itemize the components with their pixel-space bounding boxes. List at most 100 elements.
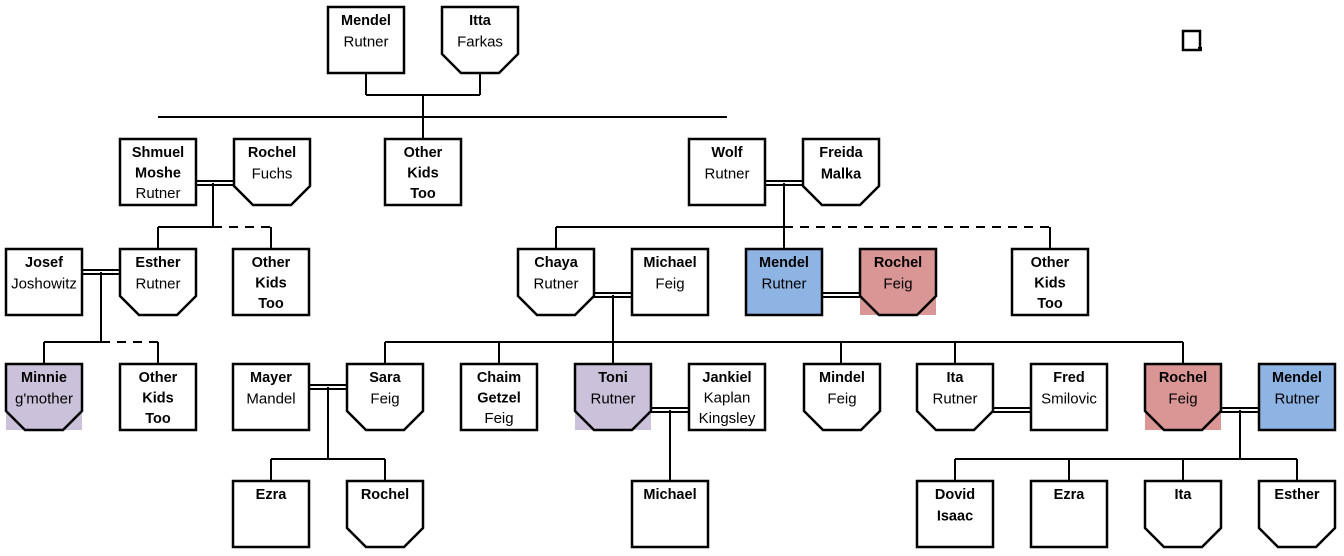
given-name-text: Toni [598,370,628,386]
resize-handle-icon [1198,47,1202,51]
surname-text: Mandel [246,391,295,408]
given-name-text: Rochel [248,145,296,161]
given-name-text: Mendel [1272,370,1322,386]
male-box [1029,479,1109,549]
male-box [630,479,710,549]
surname-text: Rutner [1274,391,1319,408]
male-person-node[interactable]: Michael [630,479,710,549]
given-name-text: Esther [1274,487,1319,503]
female-shape [801,137,881,207]
female-shape [573,362,653,432]
male-box [231,362,311,432]
surname-text: Rutner [761,276,806,293]
female-shape [440,5,520,75]
surname-text: Rutner [343,34,388,51]
given-name-text: Rochel [1159,370,1207,386]
given-name-text: Shmuel [132,145,184,161]
decorations [1181,29,1202,52]
surname-text: Kingsley [699,410,756,427]
female-person-node[interactable]: Esther [1257,479,1337,549]
surname-text: Feig [370,391,399,408]
given-name-text: Moshe [135,166,181,182]
male-box [687,362,767,432]
given-name-text: Too [1037,296,1063,312]
given-name-text: Chaim [477,370,521,386]
male-box [687,137,767,207]
given-name-text: Rochel [874,255,922,271]
female-shape [516,247,596,317]
connector-lines [43,73,1298,481]
surname-text: Rutner [135,185,180,202]
male-box [231,247,311,317]
female-shape [915,362,995,432]
surname-text: Smilovic [1041,391,1097,408]
given-name-text: Rochel [361,487,409,503]
surname-text: Kaplan [704,390,751,407]
male-box [326,5,406,75]
given-name-text: Other [1031,255,1070,271]
male-box [459,362,539,432]
given-name-text: Kids [407,166,438,182]
given-name-text: Kids [142,391,173,407]
surname-text: g'mother [15,391,73,408]
given-name-text: Other [252,255,291,271]
female-person-node[interactable]: Ita [1143,479,1223,549]
surname-text: Feig [655,276,684,293]
given-name-text: Ezra [1054,487,1086,503]
given-name-text: Michael [643,487,696,503]
given-name-text: Freida [819,145,863,161]
given-name-text: Chaya [534,255,578,271]
surname-text: Rutner [135,276,180,293]
male-box [231,479,311,549]
given-name-text: Isaac [937,509,973,525]
given-name-text: Michael [643,255,696,271]
surname-text: Rutner [590,391,635,408]
given-name-text: Itta [469,13,492,29]
given-name-text: Jankiel [702,370,751,386]
female-person-node[interactable]: Rochel [345,479,425,549]
given-name-text: Too [145,411,171,427]
female-shape [345,479,425,549]
given-name-text: Other [139,370,178,386]
male-person-node[interactable]: Ezra [231,479,311,549]
surname-text: Rutner [704,166,749,183]
female-shape [858,247,938,317]
female-shape [345,362,425,432]
male-person-node[interactable]: Ezra [1029,479,1109,549]
surname-text: Feig [1168,391,1197,408]
surname-text: Rutner [533,276,578,293]
female-shape [1143,479,1223,549]
surname-text: Fuchs [252,166,293,183]
given-name-text: Malka [821,167,862,183]
surname-text: Farkas [457,34,503,51]
